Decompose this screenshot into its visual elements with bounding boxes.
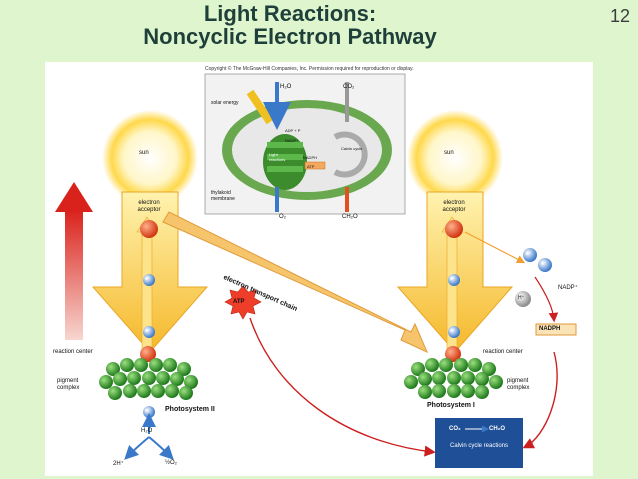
electron-ball [448, 326, 460, 338]
h-plus-label: H⁺ [518, 295, 525, 301]
half-o2-label: ½O₂ [165, 460, 177, 466]
electron-ball [143, 326, 155, 338]
inset-o2-label: O₂ [279, 214, 286, 220]
electron-acceptor-right-label: electron acceptor [442, 200, 466, 213]
electron-acceptor-left-ball [140, 220, 158, 238]
chloroplast-inset [204, 73, 406, 215]
electron-label: e⁻ [450, 328, 456, 334]
inset-light-reactions-label: Light reactions [269, 152, 286, 162]
title-line-2: Noncyclic Electron Pathway [143, 24, 437, 49]
calvin-ch2o-label: CH₂O [489, 426, 505, 432]
pigment-complex-left-label: pigment complex [57, 378, 80, 391]
electron-label: e⁻ [145, 408, 151, 414]
inset-calvin-cycle-label: Calvin cycle [341, 146, 363, 151]
h-plus-ball [515, 291, 531, 307]
pigment-complex-left [99, 358, 198, 400]
inset-co2-label: CO₂ [343, 84, 355, 90]
energy-level-label: energy level [51, 229, 57, 262]
electron-ball [523, 248, 537, 262]
electron-acceptor-left-label: electron acceptor [137, 200, 161, 213]
electron-label: e⁻ [526, 251, 532, 257]
atp-to-calvin-line [249, 317, 436, 457]
nadph-box [535, 323, 577, 336]
pigment-complex-right [404, 358, 503, 399]
sun-left-icon [102, 110, 198, 206]
photosystem-i-label: Photosystem I [427, 402, 475, 409]
calvin-cycle-box [435, 418, 523, 468]
inset-atp-label: ATP [307, 164, 315, 169]
electron-ball [448, 274, 460, 286]
electron-ball [143, 274, 155, 286]
page-number: 12 [609, 6, 630, 26]
nadph-label: NADPH [539, 326, 561, 332]
reaction-center-left-ball [140, 346, 156, 362]
copyright-notice: Copyright © The McGraw-Hill Companies, I… [205, 66, 414, 72]
energy-level-arrow [55, 182, 93, 340]
calvin-co2-label: CO₂ [449, 426, 461, 432]
atp-label: ATP [233, 299, 245, 305]
electron-label: e⁻ [541, 261, 547, 267]
photosystem-ii-label: Photosystem II [165, 406, 215, 413]
inset-adp-label: ADP + P [285, 128, 301, 133]
reaction-center-right-label: reaction center [483, 349, 523, 355]
sun-right-label: sun [444, 150, 454, 156]
two-h-plus-label: 2H⁺ [113, 461, 124, 467]
electron-label: e⁻ [145, 328, 151, 334]
inset-thylakoid-label: thylakoid membrane [211, 190, 235, 202]
inset-nadp-label: NADP⁺ [285, 138, 299, 143]
calvin-cycle-reactions-label: Calvin cycle reactions [449, 443, 509, 449]
slide-title: Light Reactions: Noncyclic Electron Path… [100, 2, 480, 48]
sun-left-label: sun [139, 150, 149, 156]
inset-h2o-label: H₂O [280, 84, 292, 90]
electron-transport-chain-arrow [162, 211, 428, 353]
electron-acceptor-right-ball [445, 220, 463, 238]
h2o-label: H₂O [141, 428, 153, 434]
inset-nadph-label: NADPH [303, 155, 318, 160]
electron-ball [538, 258, 552, 272]
electron-label: e⁻ [450, 276, 456, 282]
diagram-graphics [55, 73, 577, 468]
nadph-to-calvin-line [522, 351, 558, 449]
reaction-center-left-label: reaction center [53, 349, 93, 355]
electron-label: e⁻ [145, 276, 151, 282]
title-line-1: Light Reactions: [203, 1, 377, 26]
inset-ch2o-label: CH₂O [342, 214, 358, 220]
nadp-plus-label: NADP⁺ [558, 285, 578, 291]
atp-burst-icon [224, 285, 262, 320]
inset-solar-energy-label: solar energy [211, 100, 239, 106]
sun-right-icon [407, 110, 503, 206]
pigment-complex-right-label: pigment complex [507, 378, 530, 391]
diagram-figure: Copyright © The McGraw-Hill Companies, I… [45, 62, 593, 476]
reaction-center-right-ball [445, 346, 461, 362]
